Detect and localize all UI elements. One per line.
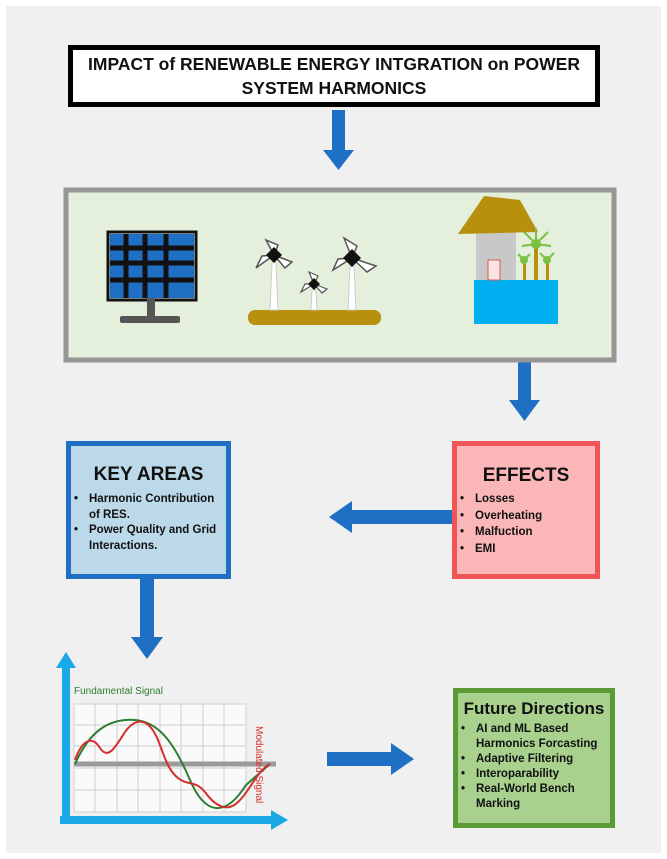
water-icon	[474, 280, 558, 324]
list-item: Adaptive Filtering	[458, 752, 610, 767]
modulated-signal-line	[74, 720, 271, 809]
plot-axes	[56, 652, 288, 830]
key-areas-card: KEY AREAS Harmonic Contribution of RES. …	[66, 441, 231, 579]
signal-plot: Fundamental Signal Modulated Signal	[56, 652, 288, 830]
list-item: Losses	[457, 491, 595, 508]
house-icon	[458, 196, 538, 281]
list-item: Power Quality and Grid Interactions.	[71, 523, 226, 554]
key-areas-heading: KEY AREAS	[93, 464, 204, 485]
key-areas-list: Harmonic Contribution of RES. Power Qual…	[71, 492, 226, 554]
solar-panel-icon	[106, 230, 198, 323]
fundamental-signal-label: Fundamental Signal	[74, 686, 163, 697]
arrow-down-3	[131, 579, 163, 659]
arrow-down-2	[509, 362, 540, 421]
future-directions-list: AI and ML Based Harmonics Forcasting Ada…	[458, 722, 610, 812]
title-text: IMPACT of RENEWABLE ENERGY INTGRATION on…	[88, 54, 580, 98]
future-directions-card: Future Directions AI and ML Based Harmon…	[453, 688, 615, 828]
wind-turbine-icon	[255, 238, 294, 311]
wind-farm-icon	[248, 236, 381, 325]
future-directions-heading: Future Directions	[463, 699, 605, 718]
list-item: Overheating	[457, 508, 595, 525]
wind-turbine-icon	[299, 270, 329, 311]
effects-heading: EFFECTS	[482, 465, 570, 486]
list-item: AI and ML Based Harmonics Forcasting	[458, 722, 610, 752]
arrow-right	[327, 743, 414, 775]
effects-card: EFFECTS Losses Overheating Malfuction EM…	[452, 441, 600, 579]
effects-list: Losses Overheating Malfuction EMI	[457, 491, 595, 557]
modulated-signal-label: Modulated Signal	[253, 726, 264, 803]
island-house-icon	[458, 196, 558, 324]
wind-turbine-icon	[331, 236, 378, 311]
fundamental-signal-line	[74, 718, 271, 809]
list-item: Real-World Bench Marking	[458, 782, 610, 812]
list-item: Harmonic Contribution of RES.	[71, 492, 226, 523]
arrow-left	[329, 501, 452, 533]
diagram-title: IMPACT of RENEWABLE ENERGY INTGRATION on…	[68, 45, 600, 107]
list-item: Interoparability	[458, 767, 610, 782]
palm-tree-icon	[517, 228, 555, 280]
arrow-down-1	[323, 110, 354, 170]
list-item: Malfuction	[457, 524, 595, 541]
plot-grid	[73, 703, 247, 813]
list-item: EMI	[457, 541, 595, 558]
